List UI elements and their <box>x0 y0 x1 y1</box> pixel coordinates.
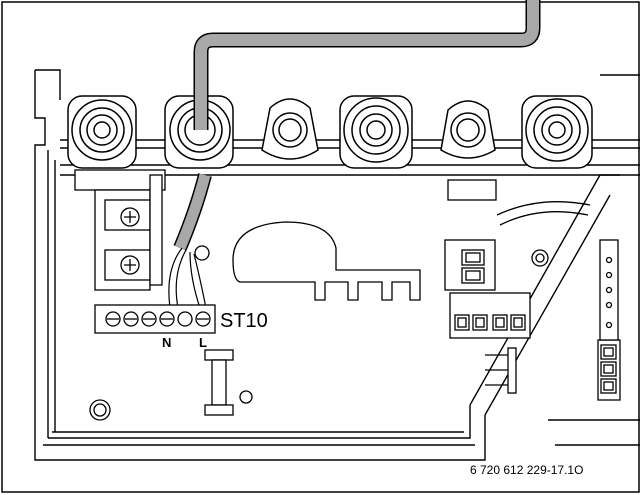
mounting-holes <box>89 245 253 421</box>
connector-group <box>444 179 621 401</box>
grommet-1 <box>67 95 137 169</box>
cable <box>173 0 541 251</box>
pcb-component <box>232 221 421 301</box>
grommet-small-2 <box>440 100 496 159</box>
terminal-block-st10 <box>94 304 216 334</box>
terminal-block-label: ST10 <box>220 310 268 332</box>
grommet-small-1 <box>261 98 319 160</box>
grommet-3 <box>339 95 413 169</box>
grommet-4 <box>521 95 593 169</box>
fuse-holder <box>204 349 234 416</box>
wires <box>168 247 207 309</box>
terminal-label-n: N <box>162 335 171 350</box>
terminal-label-l: L <box>199 335 207 350</box>
clamp-assembly <box>74 169 166 291</box>
right-arc <box>485 201 591 394</box>
reference-code: 6 720 612 229-17.1O <box>470 463 583 477</box>
